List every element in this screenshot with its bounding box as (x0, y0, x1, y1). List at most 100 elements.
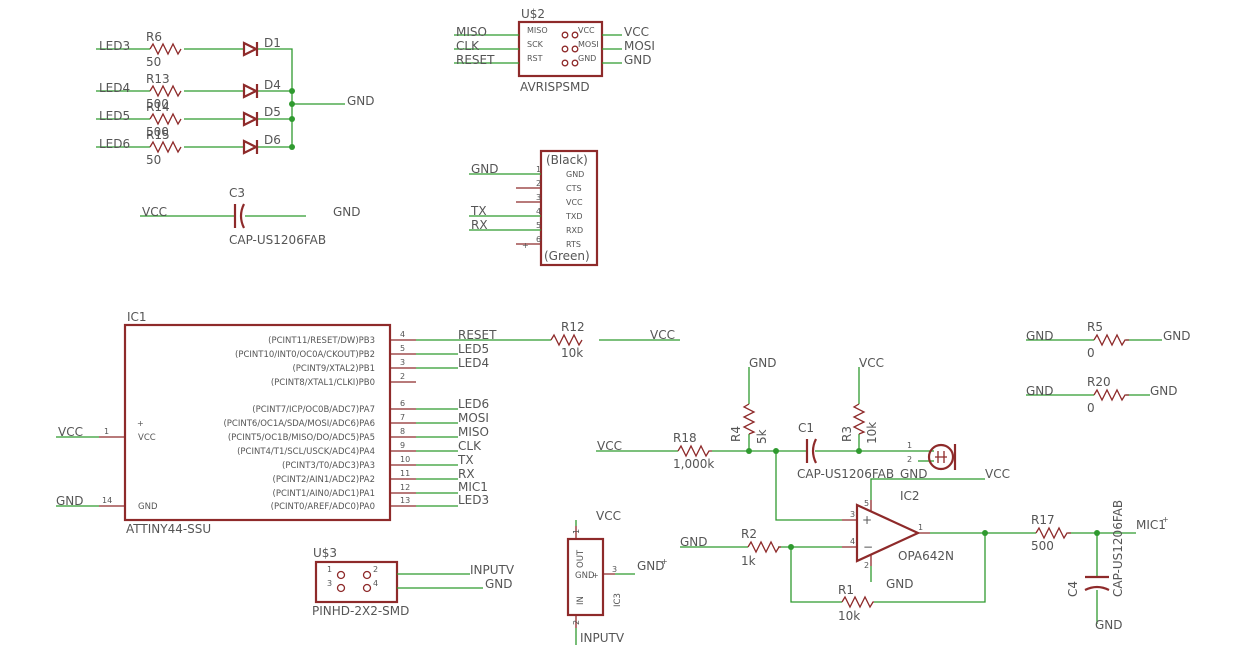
net-vcc-c3-label: VCC (142, 205, 167, 219)
net-mosi-u2-label: MOSI (624, 39, 655, 53)
net-gnd-ic3-label: GND (637, 559, 665, 573)
net-mosi-ic1-label: MOSI (458, 411, 489, 425)
u3-pin-4: 4 (373, 579, 378, 588)
resistor-r18-name: R18 (673, 431, 697, 445)
ic1-pin-pa2: (PCINT2/AIN1/ADC2)PA2 (273, 475, 375, 485)
net-miso-u2-label: MISO (456, 25, 487, 39)
ic3-pin-gnd: GND (575, 571, 595, 581)
resistor-r12-value: 10k (561, 346, 583, 360)
resistor-r20-value: 0 (1087, 401, 1095, 415)
u3-pin-3: 3 (327, 579, 332, 588)
ic3-name: IC3 (613, 593, 623, 607)
c4-name: C4 (1066, 581, 1080, 597)
resistor-r2-name: R2 (741, 527, 757, 541)
mic1-cross-mark: + (1162, 515, 1169, 524)
header-ftdi: (Black) (Green) GND TX RX 1 2 3 4 5 6 GN… (469, 149, 599, 267)
net-led3-label: LED3 (99, 39, 130, 53)
led-bank: LED3 R6 50 D1 LED4 R13 500 D4 LED5 R14 5… (96, 30, 375, 167)
net-led3-ic1-label: LED3 (458, 493, 489, 507)
opamp-plus: + (862, 513, 872, 527)
u2-package: AVRISPSMD (520, 80, 590, 94)
net-inputv-ic3-label: INPUTV (580, 631, 625, 645)
u3-pin-1: 1 (327, 565, 332, 574)
ic1-num-5: 5 (400, 344, 405, 353)
net-led4-label: LED4 (99, 81, 130, 95)
resistor-r1-name: R1 (838, 583, 854, 597)
u2-pin-vcc: VCC (578, 26, 595, 35)
header-u2-avrisp: U$2 AVRISPSMD MISO CLK RESET VCC MOSI GN… (454, 7, 655, 94)
ic1-cross-mark: + (137, 419, 144, 428)
resistor-r5-value: 0 (1087, 346, 1095, 360)
ic1-package: ATTINY44-SSU (126, 522, 211, 536)
ftdi-pin-vcc: VCC (566, 198, 583, 207)
diode-d1-name: D1 (264, 36, 281, 50)
opamp-pin-4: 4 (850, 537, 855, 546)
net-gnd-opamp-label: GND (886, 577, 914, 591)
ic3-pin-out: OUT (576, 549, 586, 568)
net-led5-label: LED5 (99, 109, 130, 123)
ftdi-pin-rts: RTS (566, 240, 581, 249)
net-led4-ic1-label: LED4 (458, 356, 489, 370)
net-tx-ftdi-label: TX (470, 204, 487, 218)
resistor-r14-value: 500 (146, 125, 169, 139)
resistor-r18-value: 1,000k (673, 457, 714, 471)
resistor-r12-name: R12 (561, 320, 585, 334)
opamp-part: OPA642N (898, 549, 954, 563)
net-vcc-opamp-label: VCC (985, 467, 1010, 481)
ic1-num-13: 13 (400, 496, 410, 505)
ic1-num-3: 3 (400, 358, 405, 367)
resistor-r5-name: R5 (1087, 320, 1103, 334)
ic1-pin-pa1: (PCINT1/AIN0/ADC1)PA1 (273, 489, 375, 499)
ic1-pin-pb2: (PCINT10/INT0/OC0A/CKOUT)PB2 (235, 350, 375, 360)
u2-pin-rst: RST (527, 54, 543, 63)
net-tx-ic1-label: TX (457, 453, 474, 467)
net-vcc-u2-label: VCC (624, 25, 649, 39)
net-gnd-r2-label: GND (680, 535, 708, 549)
diode-d6-name: D6 (264, 133, 281, 147)
opamp-pin-5: 5 (864, 499, 869, 508)
ic3-num-2: 2 (572, 620, 581, 625)
diode-d4-name: D4 (264, 78, 281, 92)
net-vcc-r12-label: VCC (650, 328, 675, 342)
ic1-num-12: 12 (400, 483, 410, 492)
c4-package: CAP-US1206FAB (1111, 500, 1125, 597)
u2-name: U$2 (521, 7, 545, 21)
opamp-name: IC2 (900, 489, 920, 503)
ftdi-pin-4: 4 (536, 207, 541, 216)
net-mic1-ic1-label: MIC1 (458, 480, 488, 494)
ic1-name: IC1 (127, 310, 147, 324)
mcu-ic1: IC1 ATTINY44-SSU (PCINT11/RESET/DW)PB3 (… (56, 310, 680, 536)
ic1-pin-pa4: (PCINT4/T1/SCL/USCK/ADC4)PA4 (237, 447, 375, 457)
ftdi-bottom-label: (Green) (544, 249, 590, 263)
ic3-body-cross-mark: + (592, 571, 599, 580)
net-gnd-r4-label: GND (749, 356, 777, 370)
ic1-pin-gnd: GND (138, 502, 158, 512)
net-led6-ic1-label: LED6 (458, 397, 489, 411)
net-clk-ic1-label: CLK (458, 439, 482, 453)
net-inputv-u3-label: INPUTV (470, 563, 515, 577)
resistor-r20-name: R20 (1087, 375, 1111, 389)
u2-pin-miso: MISO (527, 26, 548, 35)
net-rx-ic1-label: RX (458, 467, 475, 481)
ic1-num-2: 2 (400, 372, 405, 381)
resistor-r17-name: R17 (1031, 513, 1055, 527)
opamp-minus: − (863, 540, 873, 554)
ftdi-pin-cts: CTS (566, 184, 582, 193)
ic1-num-9: 9 (400, 441, 405, 450)
ftdi-pin-1: 1 (536, 165, 541, 174)
ftdi-pin-gnd: GND (566, 170, 584, 179)
opamp-pin-2: 2 (864, 561, 869, 570)
net-vcc-ic1-label: VCC (58, 425, 83, 439)
net-reset-u2-label: RESET (456, 53, 495, 67)
net-vcc-ic3-label: VCC (596, 509, 621, 523)
ic1-num-10: 10 (400, 455, 410, 464)
mic-pin-1: 1 (907, 441, 912, 450)
c1-package: CAP-US1206FAB (797, 467, 894, 481)
c3-name: C3 (229, 186, 245, 200)
net-gnd-c3-label: GND (333, 205, 361, 219)
ic3-gnd-cross-mark: + (661, 557, 668, 566)
net-vcc-r3-label: VCC (859, 356, 884, 370)
net-gnd-u3-label: GND (485, 577, 513, 591)
